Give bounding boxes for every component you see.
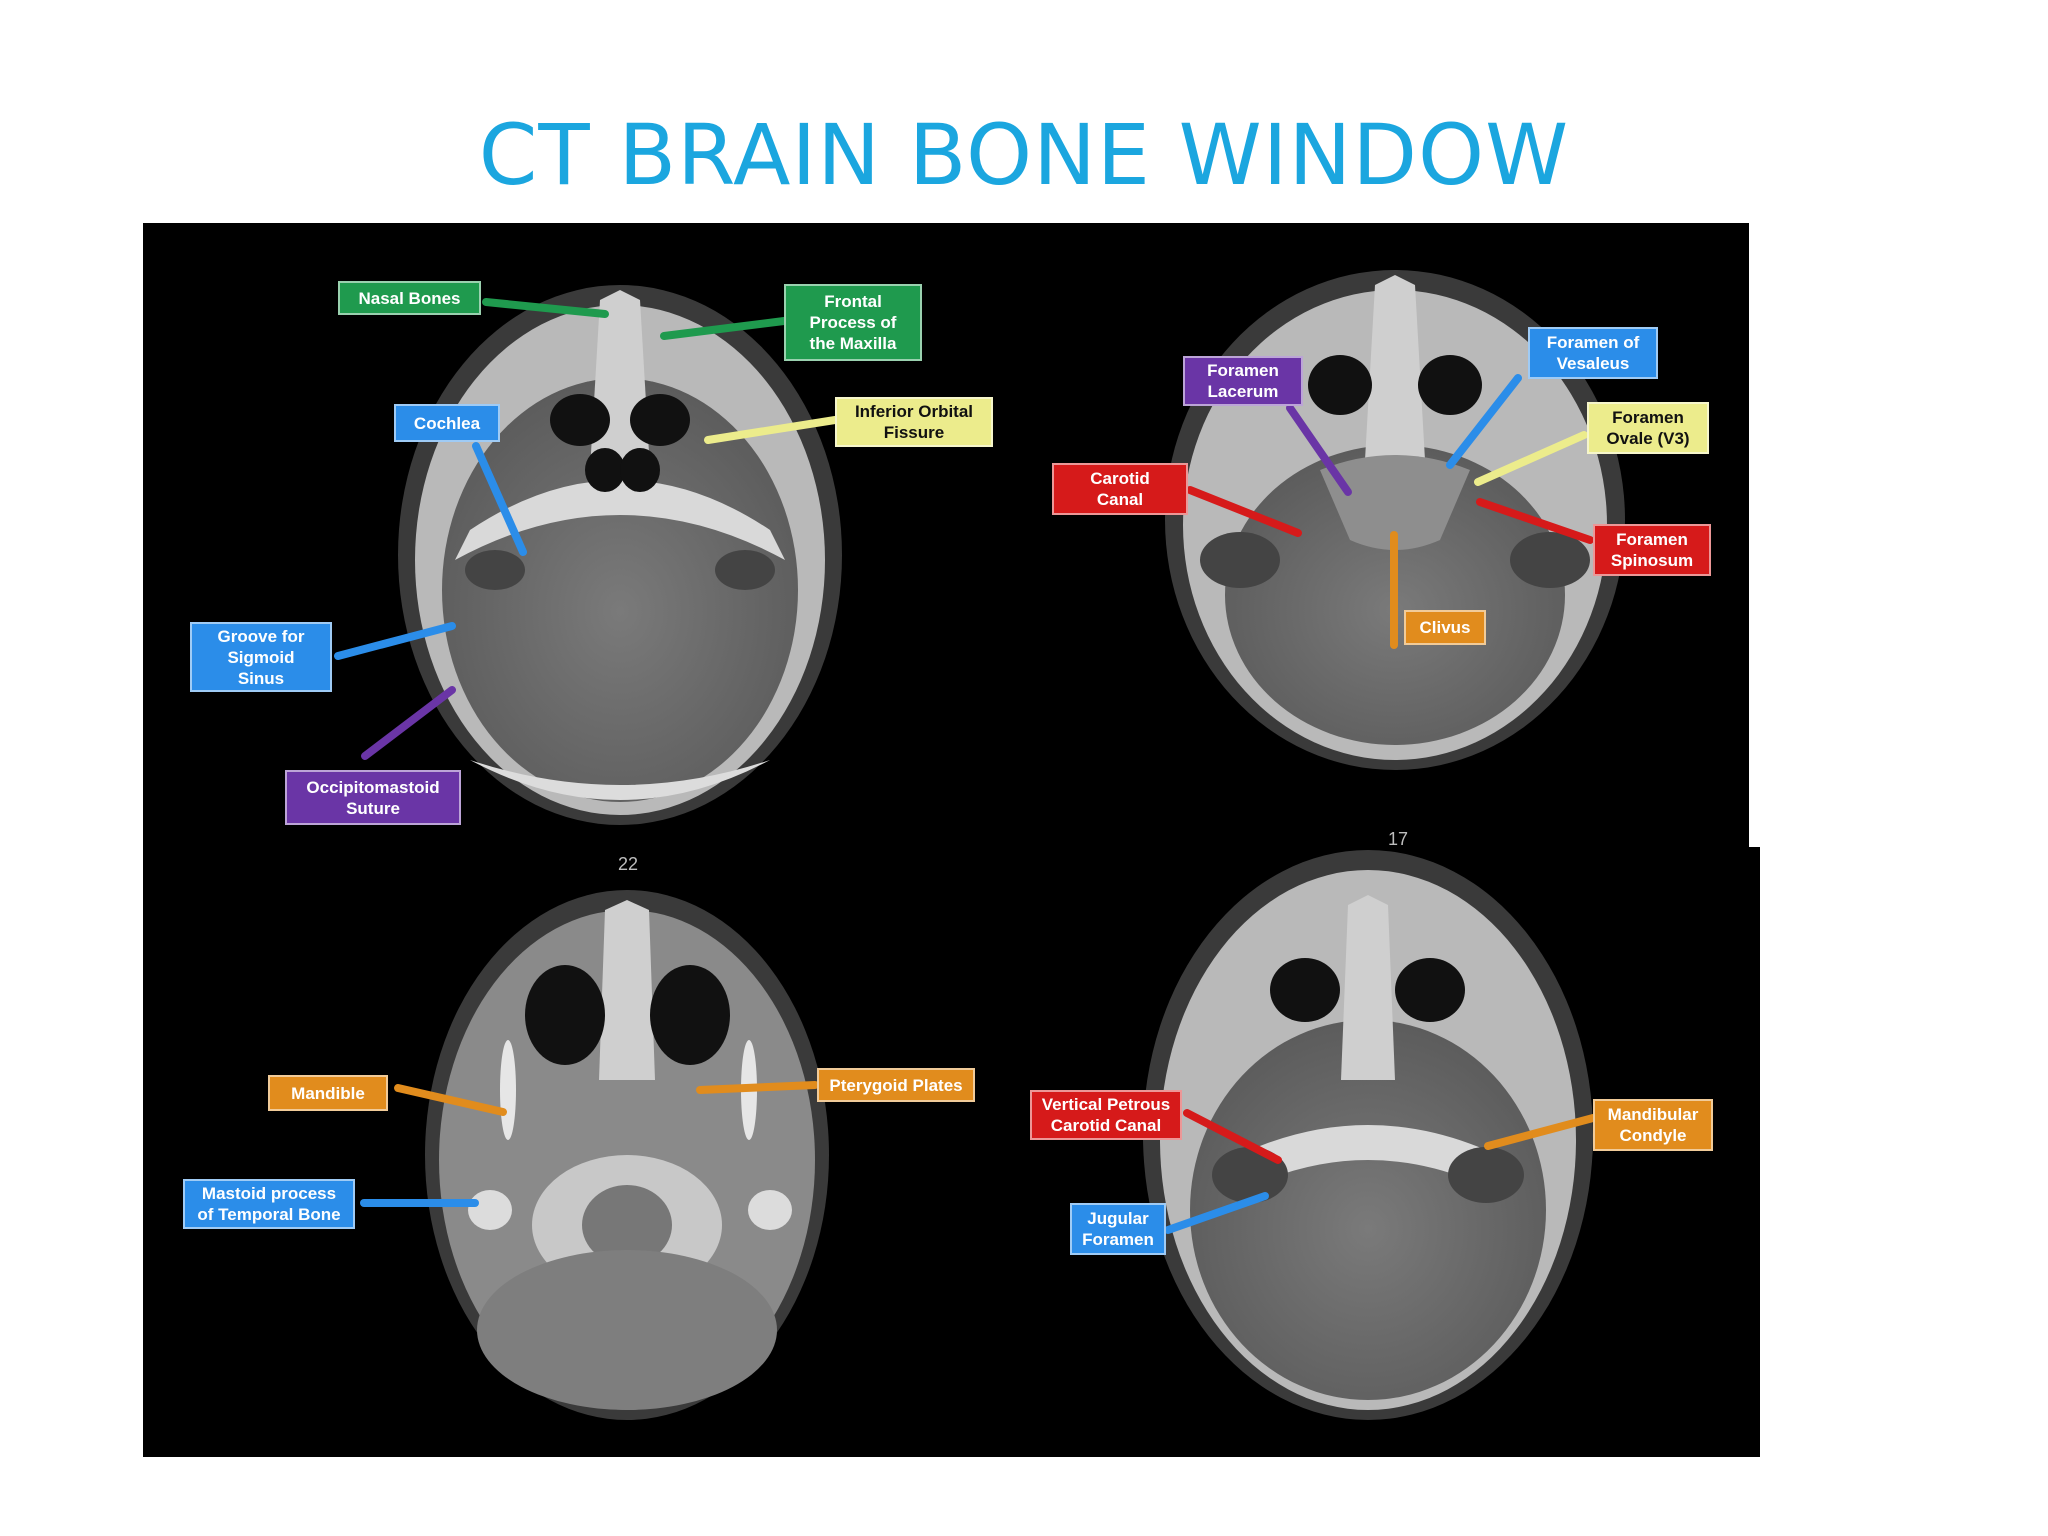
label-mandible: Mandible <box>268 1075 388 1111</box>
label-occipitomastoid-suture: Occipitomastoid Suture <box>285 770 461 825</box>
label-groove-sigmoid-sinus: Groove for Sigmoid Sinus <box>190 622 332 692</box>
slice-number-top-right: 17 <box>1388 829 1409 849</box>
slice-number-top-left: 22 <box>618 854 639 874</box>
label-cochlea: Cochlea <box>394 404 500 442</box>
label-vertical-petrous-carotid-canal: Vertical Petrous Carotid Canal <box>1030 1090 1182 1140</box>
label-jugular-foramen: Jugular Foramen <box>1070 1203 1166 1255</box>
label-nasal-bones: Nasal Bones <box>338 281 481 315</box>
label-mastoid-process: Mastoid process of Temporal Bone <box>183 1179 355 1229</box>
slide-title: CT BRAIN BONE WINDOW <box>478 106 1570 204</box>
label-clivus: Clivus <box>1404 610 1486 645</box>
label-foramen-spinosum: Foramen Spinosum <box>1593 524 1711 576</box>
label-foramen-ovale: Foramen Ovale (V3) <box>1587 402 1709 454</box>
label-frontal-process-maxilla: Frontal Process of the Maxilla <box>784 284 922 361</box>
label-foramen-lacerum: Foramen Lacerum <box>1183 356 1303 406</box>
ct-panel-top <box>143 223 1749 847</box>
label-mandibular-condyle: Mandibular Condyle <box>1593 1099 1713 1151</box>
ct-panel-bottom <box>143 847 1760 1457</box>
label-pterygoid-plates: Pterygoid Plates <box>817 1068 975 1102</box>
label-carotid-canal: Carotid Canal <box>1052 463 1188 515</box>
label-inferior-orbital-fissure: Inferior Orbital Fissure <box>835 397 993 447</box>
label-foramen-of-vesaleus: Foramen of Vesaleus <box>1528 327 1658 379</box>
